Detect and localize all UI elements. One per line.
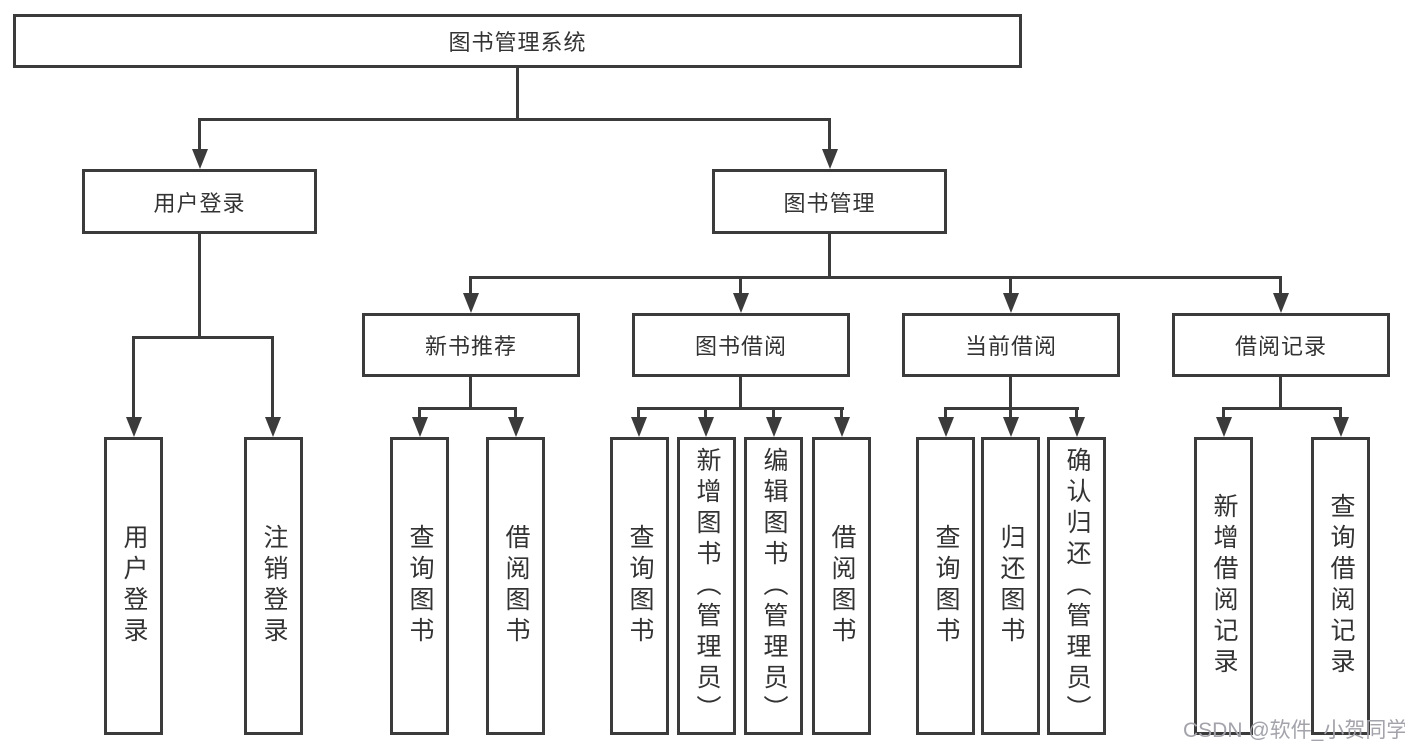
leaf-add-borrow-record: 新增借阅记录 xyxy=(1194,437,1253,735)
connector-mgmt-bar xyxy=(469,276,1282,279)
connector-drop-user-login xyxy=(198,118,201,149)
connector-g3-drop4 xyxy=(840,407,843,417)
connector-drop-records xyxy=(1279,276,1282,293)
arrow-down-icon xyxy=(834,417,850,437)
connector-g2-drop1 xyxy=(418,407,421,417)
leaf-label: 注销登录 xyxy=(260,524,288,648)
leaf-query-books-3: 查询图书 xyxy=(916,437,975,735)
connector-drop-borrowing xyxy=(739,276,742,293)
connector-drop-current xyxy=(1009,276,1012,293)
node-user-login-label: 用户登录 xyxy=(153,190,246,216)
arrow-down-icon xyxy=(733,293,749,313)
node-borrowing-records: 借阅记录 xyxy=(1172,313,1390,377)
connector-g5-drop1 xyxy=(1222,407,1225,417)
leaf-label: 查询图书 xyxy=(406,524,434,648)
connector-g3-drop1 xyxy=(637,407,640,417)
arrow-down-icon xyxy=(1069,417,1085,437)
csdn-watermark: CSDN @软件_小贺同学 xyxy=(1183,719,1405,742)
connector-drop-book-mgmt xyxy=(828,118,831,149)
connector-g4-drop3 xyxy=(1075,407,1078,417)
leaf-label: 新增图书（管理员） xyxy=(693,446,721,726)
connector-mgmt-stem xyxy=(828,234,831,276)
arrow-down-icon xyxy=(412,417,428,437)
leaf-query-books-2: 查询图书 xyxy=(610,437,669,735)
node-user-login: 用户登录 xyxy=(82,169,317,234)
connector-login-stem xyxy=(198,234,201,336)
connector-g2-bar xyxy=(418,407,517,410)
connector-g5-stem xyxy=(1279,377,1282,407)
node-book-borrowing-label: 图书借阅 xyxy=(694,334,787,359)
leaf-edit-books-admin: 编辑图书（管理员） xyxy=(744,437,803,735)
leaf-user-login: 用户登录 xyxy=(104,437,163,735)
arrow-down-icon xyxy=(698,417,714,437)
arrow-down-icon xyxy=(463,293,479,313)
connector-g4-drop1 xyxy=(944,407,947,417)
connector-g3-stem xyxy=(739,377,742,407)
connector-g5-drop2 xyxy=(1339,407,1342,417)
node-book-management-label: 图书管理 xyxy=(783,190,876,216)
node-current-borrowing-label: 当前借阅 xyxy=(964,334,1057,359)
arrow-down-icon xyxy=(1003,293,1019,313)
connector-g2-drop2 xyxy=(514,407,517,417)
node-new-book-recommend-label: 新书推荐 xyxy=(424,334,517,359)
leaf-borrow-books-2: 借阅图书 xyxy=(812,437,871,735)
arrow-down-icon xyxy=(265,417,281,437)
leaf-label: 用户登录 xyxy=(120,524,148,648)
leaf-label: 编辑图书（管理员） xyxy=(760,446,788,726)
arrow-down-icon xyxy=(1333,417,1349,437)
arrow-down-icon xyxy=(508,417,524,437)
connector-g2-stem xyxy=(469,377,472,407)
leaf-query-books-1: 查询图书 xyxy=(390,437,449,735)
connector-drop-login xyxy=(132,336,135,417)
arrow-down-icon xyxy=(822,149,838,169)
leaf-add-books-admin: 新增图书（管理员） xyxy=(677,437,736,735)
connector-g4-drop2 xyxy=(1009,407,1012,417)
connector-g3-bar xyxy=(637,407,844,410)
connector-drop-logout xyxy=(271,336,274,417)
leaf-label: 确认归还（管理员） xyxy=(1063,446,1091,726)
leaf-confirm-return-admin: 确认归还（管理员） xyxy=(1047,437,1106,735)
connector-root-bar xyxy=(198,118,831,121)
arrow-down-icon xyxy=(766,417,782,437)
connector-g3-drop3 xyxy=(772,407,775,417)
arrow-down-icon xyxy=(938,417,954,437)
node-book-management: 图书管理 xyxy=(712,169,947,234)
leaf-borrow-books-1: 借阅图书 xyxy=(486,437,545,735)
arrow-down-icon xyxy=(192,149,208,169)
leaf-label: 借阅图书 xyxy=(502,524,530,648)
node-new-book-recommend: 新书推荐 xyxy=(362,313,580,377)
leaf-label: 查询图书 xyxy=(932,524,960,648)
node-current-borrowing: 当前借阅 xyxy=(902,313,1120,377)
node-root-system: 图书管理系统 xyxy=(13,14,1022,68)
arrow-down-icon xyxy=(1003,417,1019,437)
arrow-down-icon xyxy=(1216,417,1232,437)
connector-root-stem xyxy=(516,68,519,118)
leaf-label: 归还图书 xyxy=(997,524,1025,648)
leaf-return-books: 归还图书 xyxy=(981,437,1040,735)
leaf-label: 借阅图书 xyxy=(828,524,856,648)
connector-g3-drop2 xyxy=(704,407,707,417)
arrow-down-icon xyxy=(631,417,647,437)
leaf-logout: 注销登录 xyxy=(244,437,303,735)
leaf-label: 查询借阅记录 xyxy=(1327,493,1355,679)
connector-login-bar xyxy=(132,336,274,339)
arrow-down-icon xyxy=(1273,293,1289,313)
leaf-label: 查询图书 xyxy=(626,524,654,648)
node-root-label: 图书管理系统 xyxy=(448,30,587,55)
arrow-down-icon xyxy=(126,417,142,437)
node-book-borrowing: 图书借阅 xyxy=(632,313,850,377)
node-borrowing-records-label: 借阅记录 xyxy=(1234,334,1327,359)
connector-drop-new-book xyxy=(469,276,472,293)
leaf-label: 新增借阅记录 xyxy=(1210,493,1238,679)
connector-g5-bar xyxy=(1222,407,1342,410)
leaf-query-borrow-record: 查询借阅记录 xyxy=(1311,437,1370,735)
connector-g4-stem xyxy=(1009,377,1012,407)
